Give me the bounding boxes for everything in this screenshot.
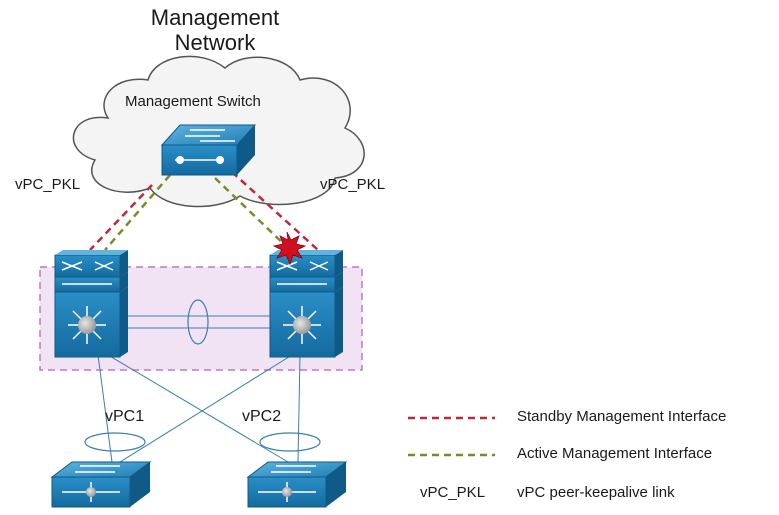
workgroup-switch-icon [160, 124, 257, 176]
legend-standby-label: Standby Management Interface [517, 408, 727, 425]
access-switch-icon [246, 461, 348, 508]
pkl-label-left: vPC_PKL [15, 176, 81, 193]
vpc2-label: vPC2 [242, 408, 282, 425]
legend-pkl-abbr: vPC_PKL [420, 484, 486, 501]
nexus-switch-icon [54, 250, 128, 358]
vpc1-bundle [84, 432, 146, 452]
network-title-line1: Management [150, 5, 280, 30]
nexus-switch-icon [269, 250, 343, 358]
active-link-right [214, 177, 291, 251]
pkl-label-right: vPC_PKL [320, 176, 386, 193]
vpc1-label: vPC1 [105, 408, 145, 425]
management-links [89, 171, 319, 251]
standby-link-right [231, 171, 319, 251]
legend-active-label: Active Management Interface [517, 445, 713, 462]
network-title-line2: Network [174, 30, 256, 55]
standby-link-left [89, 184, 153, 251]
peer-link [126, 299, 275, 345]
active-link-left [104, 174, 171, 251]
failure-burst-icon [272, 231, 307, 266]
downlinks [84, 354, 321, 463]
access-switch-icon [50, 461, 152, 508]
management-switch-label: Management Switch [125, 93, 261, 110]
vpc2-bundle [259, 432, 321, 452]
legend-pkl-desc: vPC peer-keepalive link [517, 484, 675, 501]
